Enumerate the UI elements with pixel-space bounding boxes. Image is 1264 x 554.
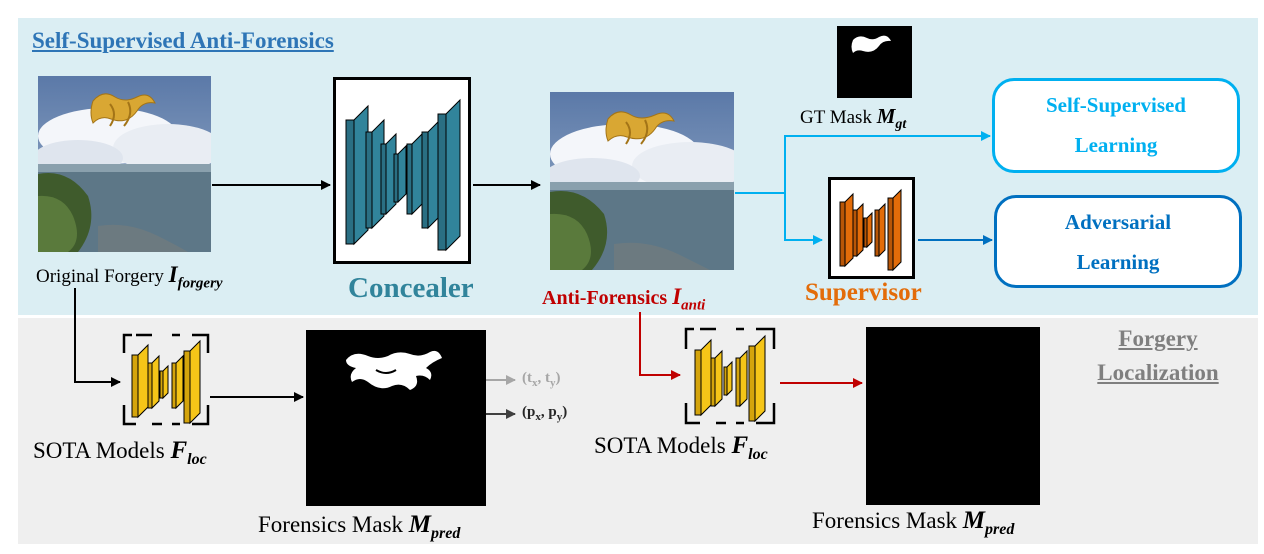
sota-model-left — [122, 333, 210, 426]
clean-forensics-mask-text: Forensics Mask — [812, 508, 958, 533]
adversarial-line1: Adversarial — [1064, 210, 1172, 234]
gt-mask-image — [837, 26, 912, 98]
coordinate-p-label: (px, py) — [522, 404, 568, 423]
localization-title-line2: Localization — [1097, 360, 1219, 385]
arrow-anti-to-sota — [639, 312, 681, 380]
concealer-network — [333, 77, 471, 264]
self-supervised-line2: Learning — [1074, 133, 1158, 157]
gt-mask-text: GT Mask — [800, 107, 872, 128]
anti-forensics-image — [550, 92, 734, 270]
clean-forensics-mask-image — [866, 327, 1040, 505]
supervisor-network — [828, 177, 915, 279]
self-supervised-learning-box: Self-Supervised Learning — [992, 78, 1240, 173]
original-forgery-symbol: Iforgery — [168, 262, 223, 292]
supervisor-label: Supervisor — [805, 279, 922, 306]
gt-mask-symbol: Mgt — [876, 104, 907, 133]
section-title-localization: Forgery Localization — [1088, 322, 1228, 390]
sota-right-text: SOTA Models — [594, 433, 726, 458]
forensics-mask-symbol: Mpred — [408, 511, 461, 542]
self-supervised-line1: Self-Supervised — [1045, 93, 1186, 117]
anti-forensics-label: Anti-Forensics Ianti — [542, 284, 705, 315]
forensics-mask-label: Forensics Mask Mpred — [258, 511, 460, 543]
original-forgery-label: Original Forgery Iforgery — [36, 262, 223, 293]
sota-left-text: SOTA Models — [33, 438, 165, 463]
clean-forensics-mask-label: Forensics Mask Mpred — [812, 507, 1014, 539]
concealer-label: Concealer — [348, 272, 474, 304]
localization-title-line1: Forgery — [1118, 326, 1198, 351]
localization-panel — [18, 318, 1258, 544]
sota-right-symbol: Floc — [731, 432, 768, 463]
anti-forensics-text: Anti-Forensics — [542, 287, 668, 309]
arrow-original-to-sota — [74, 288, 121, 387]
section-title-anti-forensics: Self-Supervised Anti-Forensics — [32, 28, 334, 53]
sota-right-label: SOTA Models Floc — [594, 432, 768, 464]
forensics-mask-text: Forensics Mask — [258, 512, 404, 537]
adversarial-learning-box: Adversarial Learning — [994, 195, 1242, 288]
original-forgery-image — [38, 76, 211, 252]
coordinate-t-label: (tx, ty) — [522, 370, 561, 389]
anti-forensics-symbol: Ianti — [672, 284, 706, 314]
gt-mask-label: GT Mask Mgt — [800, 104, 906, 133]
arrow-anti-to-supervisor — [784, 193, 823, 245]
sota-left-label: SOTA Models Floc — [33, 437, 207, 469]
clean-forensics-mask-symbol: Mpred — [962, 507, 1015, 538]
original-forgery-text: Original Forgery — [36, 266, 164, 287]
adversarial-line2: Learning — [1076, 250, 1160, 274]
forensics-mask-image — [306, 330, 486, 506]
sota-model-right — [684, 327, 776, 425]
sota-left-symbol: Floc — [170, 437, 207, 468]
arrow-anti-to-self-supervised — [735, 131, 991, 194]
